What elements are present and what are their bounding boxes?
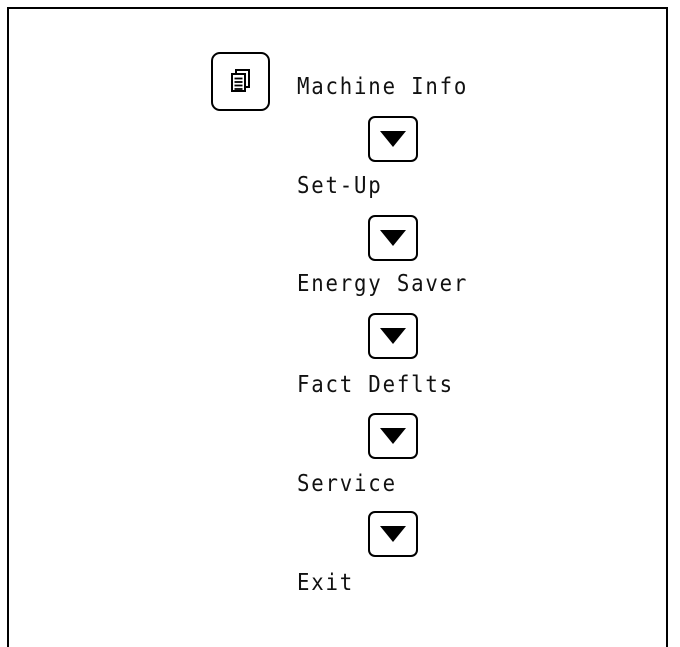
menu-item-energy-saver: Energy Saver — [297, 271, 469, 297]
down-arrow-icon — [380, 328, 406, 344]
down-arrow-button-5[interactable] — [368, 511, 418, 557]
down-arrow-icon — [380, 230, 406, 246]
menu-item-fact-deflts: Fact Deflts — [297, 372, 454, 398]
document-menu-icon — [230, 68, 250, 92]
menu-button[interactable] — [211, 52, 270, 111]
down-arrow-icon — [380, 131, 406, 147]
down-arrow-button-4[interactable] — [368, 413, 418, 459]
menu-item-set-up: Set-Up — [297, 173, 383, 199]
menu-item-machine-info: Machine Info — [297, 74, 469, 100]
down-arrow-button-3[interactable] — [368, 313, 418, 359]
menu-item-exit: Exit — [297, 570, 355, 596]
menu-item-service: Service — [297, 471, 397, 497]
down-arrow-button-1[interactable] — [368, 116, 418, 162]
down-arrow-icon — [380, 526, 406, 542]
down-arrow-icon — [380, 428, 406, 444]
diagram-frame — [7, 7, 668, 647]
down-arrow-button-2[interactable] — [368, 215, 418, 261]
